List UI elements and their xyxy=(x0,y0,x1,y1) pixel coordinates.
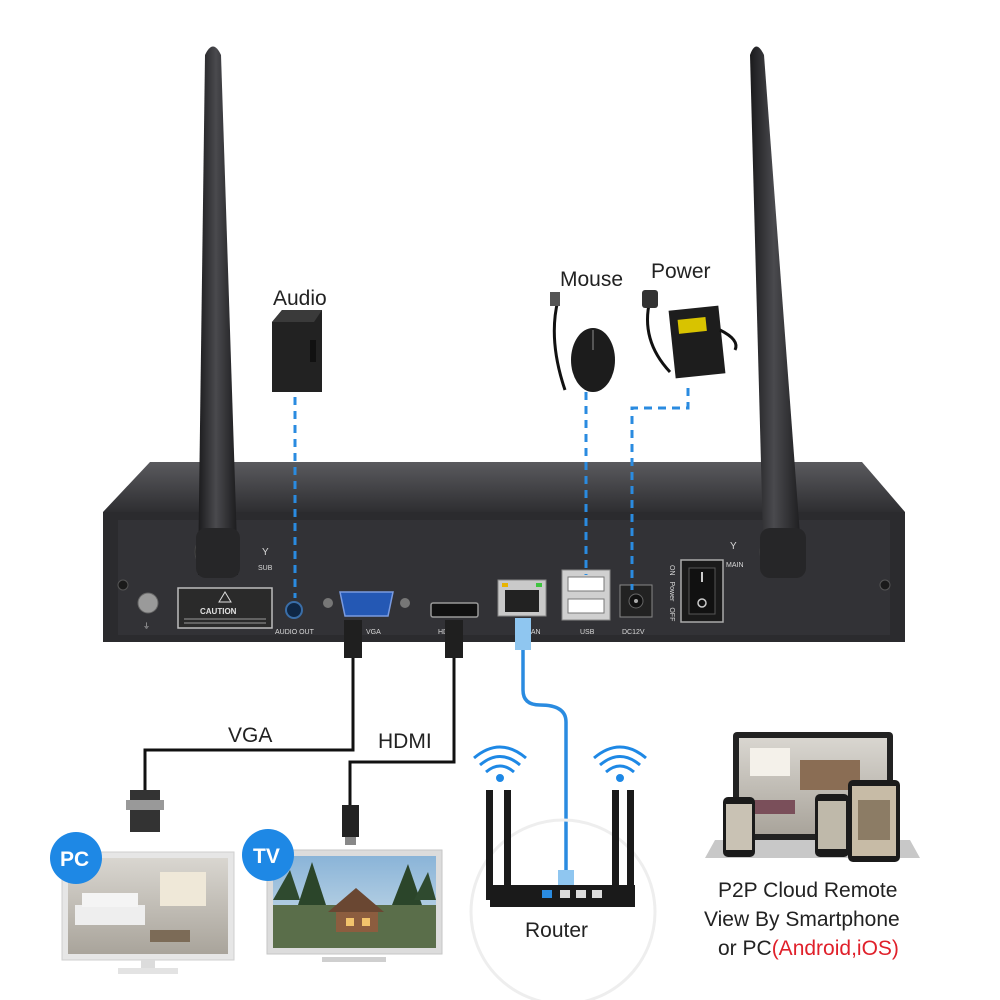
warning-triangle-icon xyxy=(218,591,232,603)
port-label-lan: LAN xyxy=(527,629,541,636)
dashed-connectors xyxy=(293,388,690,598)
router-icon xyxy=(469,790,657,1000)
screw-icon xyxy=(879,579,891,591)
antenna-icon: Y xyxy=(730,541,737,552)
p2p-line-3-prefix: or PC xyxy=(718,937,772,960)
label-router: Router xyxy=(525,919,588,942)
vga-cable xyxy=(126,620,362,832)
power-switch-labels: ONPowerOFF xyxy=(668,565,675,621)
label-audio: Audio xyxy=(273,287,327,310)
hdmi-cable xyxy=(342,620,463,845)
tv-badge xyxy=(242,829,294,881)
audio-out-port[interactable] xyxy=(285,601,303,619)
dc12v-port[interactable] xyxy=(619,584,653,618)
power-switch[interactable] xyxy=(680,559,724,623)
port-label-usb: USB xyxy=(580,629,595,636)
tv-monitor xyxy=(266,849,443,962)
port-label-vga: VGA xyxy=(366,629,381,636)
ground-screw-icon xyxy=(137,592,159,614)
mouse-icon xyxy=(550,292,615,392)
pc-badge-text: PC xyxy=(60,848,89,871)
screw-icon xyxy=(117,579,129,591)
p2p-line-3: or PC(Android,iOS) xyxy=(718,937,899,960)
label-vga: VGA xyxy=(228,724,272,747)
hdmi-port[interactable] xyxy=(430,602,479,618)
usb-ports[interactable] xyxy=(561,569,611,621)
nvr-top-panel xyxy=(103,462,905,512)
antenna-right xyxy=(750,46,806,578)
port-label-dc12v: DC12V xyxy=(622,629,645,636)
port-label-sub: SUB xyxy=(258,565,273,572)
caution-text: CAUTION xyxy=(200,607,237,616)
ground-symbol-icon: ⏚ xyxy=(143,622,150,630)
port-label-audio-out: AUDIO OUT xyxy=(275,629,315,636)
power-adapter-icon xyxy=(642,290,738,379)
speaker-icon xyxy=(272,310,322,392)
label-hdmi: HDMI xyxy=(378,730,432,753)
p2p-line-3-highlight: (Android,iOS) xyxy=(772,937,899,960)
wifi-icon xyxy=(473,745,527,782)
tv-badge-text: TV xyxy=(253,845,280,868)
lan-port[interactable] xyxy=(497,579,547,617)
p2p-line-1: P2P Cloud Remote xyxy=(718,879,897,902)
wifi-icon xyxy=(593,745,647,782)
label-power: Power xyxy=(651,260,711,283)
remote-devices-illustration xyxy=(705,732,920,862)
vga-port[interactable] xyxy=(323,591,410,617)
caution-label: CAUTION xyxy=(177,587,273,629)
power-connector xyxy=(630,388,690,590)
pc-badge xyxy=(50,832,102,884)
port-label-main: MAIN xyxy=(726,562,744,569)
label-mouse: Mouse xyxy=(560,268,623,291)
antenna-icon: Y xyxy=(262,547,269,558)
p2p-line-2: View By Smartphone xyxy=(704,908,900,931)
antenna-left xyxy=(196,46,240,578)
